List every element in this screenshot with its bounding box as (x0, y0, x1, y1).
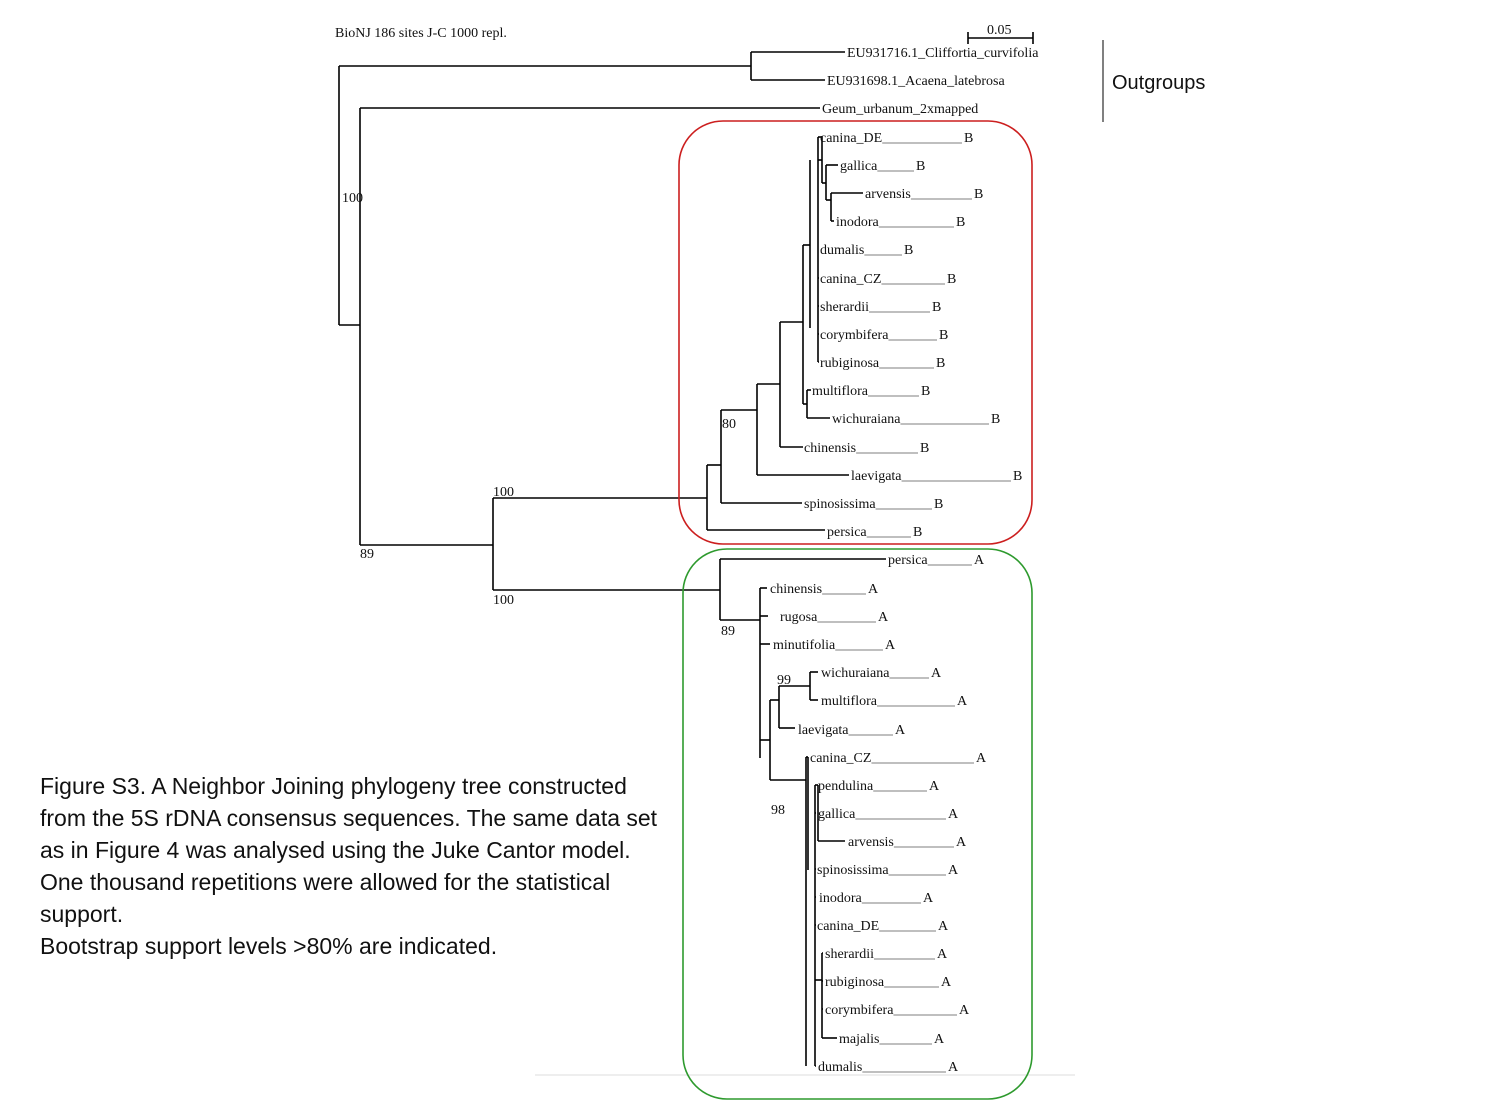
genome-suffix: B (932, 300, 941, 315)
bootstrap-value: 89 (360, 547, 374, 562)
taxon-label: sherardii (820, 300, 869, 315)
tree-branches (338, 51, 1075, 1076)
caption-line: from the 5S rDNA consensus sequences. Th… (40, 805, 658, 831)
scale-bar-label: 0.05 (987, 23, 1012, 38)
genome-suffix: A (956, 835, 967, 850)
taxon-label: persica (827, 525, 867, 540)
taxon-label: dumalis (818, 1060, 862, 1075)
genome-suffix: B (1013, 469, 1022, 484)
genome-suffix: B (939, 328, 948, 343)
genome-suffix: A (948, 807, 959, 822)
taxon-label: wichuraiana (821, 666, 890, 681)
taxon-label: Geum_urbanum_2xmapped (822, 102, 978, 117)
taxon-label: chinensis (804, 441, 856, 456)
genome-suffix: B (974, 187, 983, 202)
genome-suffix: A (959, 1003, 970, 1018)
clade-b-box (678, 120, 1033, 545)
caption-line: One thousand repetitions were allowed fo… (40, 869, 611, 895)
caption-line: support. (40, 901, 124, 927)
genome-suffix: B (921, 384, 930, 399)
outgroups-label: Outgroups (1112, 72, 1205, 94)
genome-suffix: A (957, 694, 968, 709)
genome-suffix: B (991, 412, 1000, 427)
bootstrap-value: 100 (342, 191, 363, 206)
taxon-label: corymbifera (825, 1003, 894, 1018)
bootstrap-value: 100 (493, 593, 514, 608)
genome-suffix: B (920, 441, 929, 456)
genome-suffix: B (947, 272, 956, 287)
genome-suffix: B (956, 215, 965, 230)
taxon-label: canina_CZ (810, 751, 871, 766)
genome-suffix: B (916, 159, 925, 174)
genome-suffix: A (941, 975, 952, 990)
taxon-label: canina_CZ (820, 272, 881, 287)
genome-suffix: B (936, 356, 945, 371)
genome-suffix: A (937, 947, 948, 962)
clade-a-box (682, 548, 1033, 1100)
genome-suffix: A (931, 666, 942, 681)
taxon-label: EU931698.1_Acaena_latebrosa (827, 74, 1005, 89)
taxon-label: sherardii (825, 947, 874, 962)
genome-suffix: A (948, 863, 959, 878)
taxon-label: corymbifera (820, 328, 889, 343)
genome-suffix: A (868, 582, 879, 597)
taxon-label: gallica (818, 807, 856, 822)
genome-suffix: A (895, 723, 906, 738)
taxon-label: rugosa (780, 610, 818, 625)
taxon-label: arvensis (848, 835, 894, 850)
taxon-label: pendulina (818, 779, 874, 794)
caption-line: Figure S3. A Neighbor Joining phylogeny … (40, 773, 627, 799)
taxon-labels: EU931716.1_Cliffortia_curvifoliaEU931698… (770, 46, 1039, 1075)
taxon-label: canina_DE (817, 919, 879, 934)
taxon-label: persica (888, 553, 928, 568)
taxon-label: rubiginosa (825, 975, 885, 990)
taxon-label: wichuraiana (832, 412, 901, 427)
genome-suffix: B (904, 243, 913, 258)
taxon-label: spinosissima (817, 863, 889, 878)
taxon-label: EU931716.1_Cliffortia_curvifolia (847, 46, 1039, 61)
genome-suffix: A (878, 610, 889, 625)
taxon-label: gallica (840, 159, 878, 174)
taxon-label: spinosissima (804, 497, 876, 512)
taxon-label: dumalis (820, 243, 864, 258)
genome-suffix: B (934, 497, 943, 512)
bootstrap-value: 98 (771, 803, 785, 818)
genome-suffix: B (913, 525, 922, 540)
taxon-label: rubiginosa (820, 356, 880, 371)
genome-suffix: A (934, 1032, 945, 1047)
caption-line: Bootstrap support levels >80% are indica… (40, 933, 498, 959)
genome-suffix: A (923, 891, 934, 906)
taxon-label: laevigata (798, 723, 849, 738)
bootstrap-value: 99 (777, 673, 791, 688)
genome-suffix: A (938, 919, 949, 934)
genome-suffix: A (974, 553, 985, 568)
genome-suffix: A (948, 1060, 959, 1075)
genome-suffix: A (976, 751, 987, 766)
taxon-label: chinensis (770, 582, 822, 597)
bootstrap-value: 100 (493, 485, 514, 500)
bootstrap-value: 89 (721, 624, 735, 639)
taxon-label: inodora (819, 891, 863, 906)
caption-line: as in Figure 4 was analysed using the Ju… (40, 837, 631, 863)
bootstrap-value: 80 (722, 417, 736, 432)
taxon-label: multiflora (812, 384, 869, 399)
taxon-label: majalis (839, 1032, 879, 1047)
scale-bar: 0.05 (967, 23, 1034, 44)
taxon-label: arvensis (865, 187, 911, 202)
bootstrap-labels: 100 100 89 100 80 89 99 98 (342, 191, 791, 818)
figure-caption: Figure S3. A Neighbor Joining phylogeny … (40, 770, 700, 962)
taxon-label: minutifolia (773, 638, 836, 653)
label-suffix-lines (817, 142, 1011, 1073)
tree-title: BioNJ 186 sites J-C 1000 repl. (335, 26, 507, 41)
genome-suffix: B (964, 131, 973, 146)
genome-suffix: A (885, 638, 896, 653)
taxon-label: multiflora (821, 694, 878, 709)
taxon-label: laevigata (851, 469, 902, 484)
taxon-label: inodora (836, 215, 880, 230)
genome-suffix: A (929, 779, 940, 794)
taxon-label: canina_DE (820, 131, 882, 146)
